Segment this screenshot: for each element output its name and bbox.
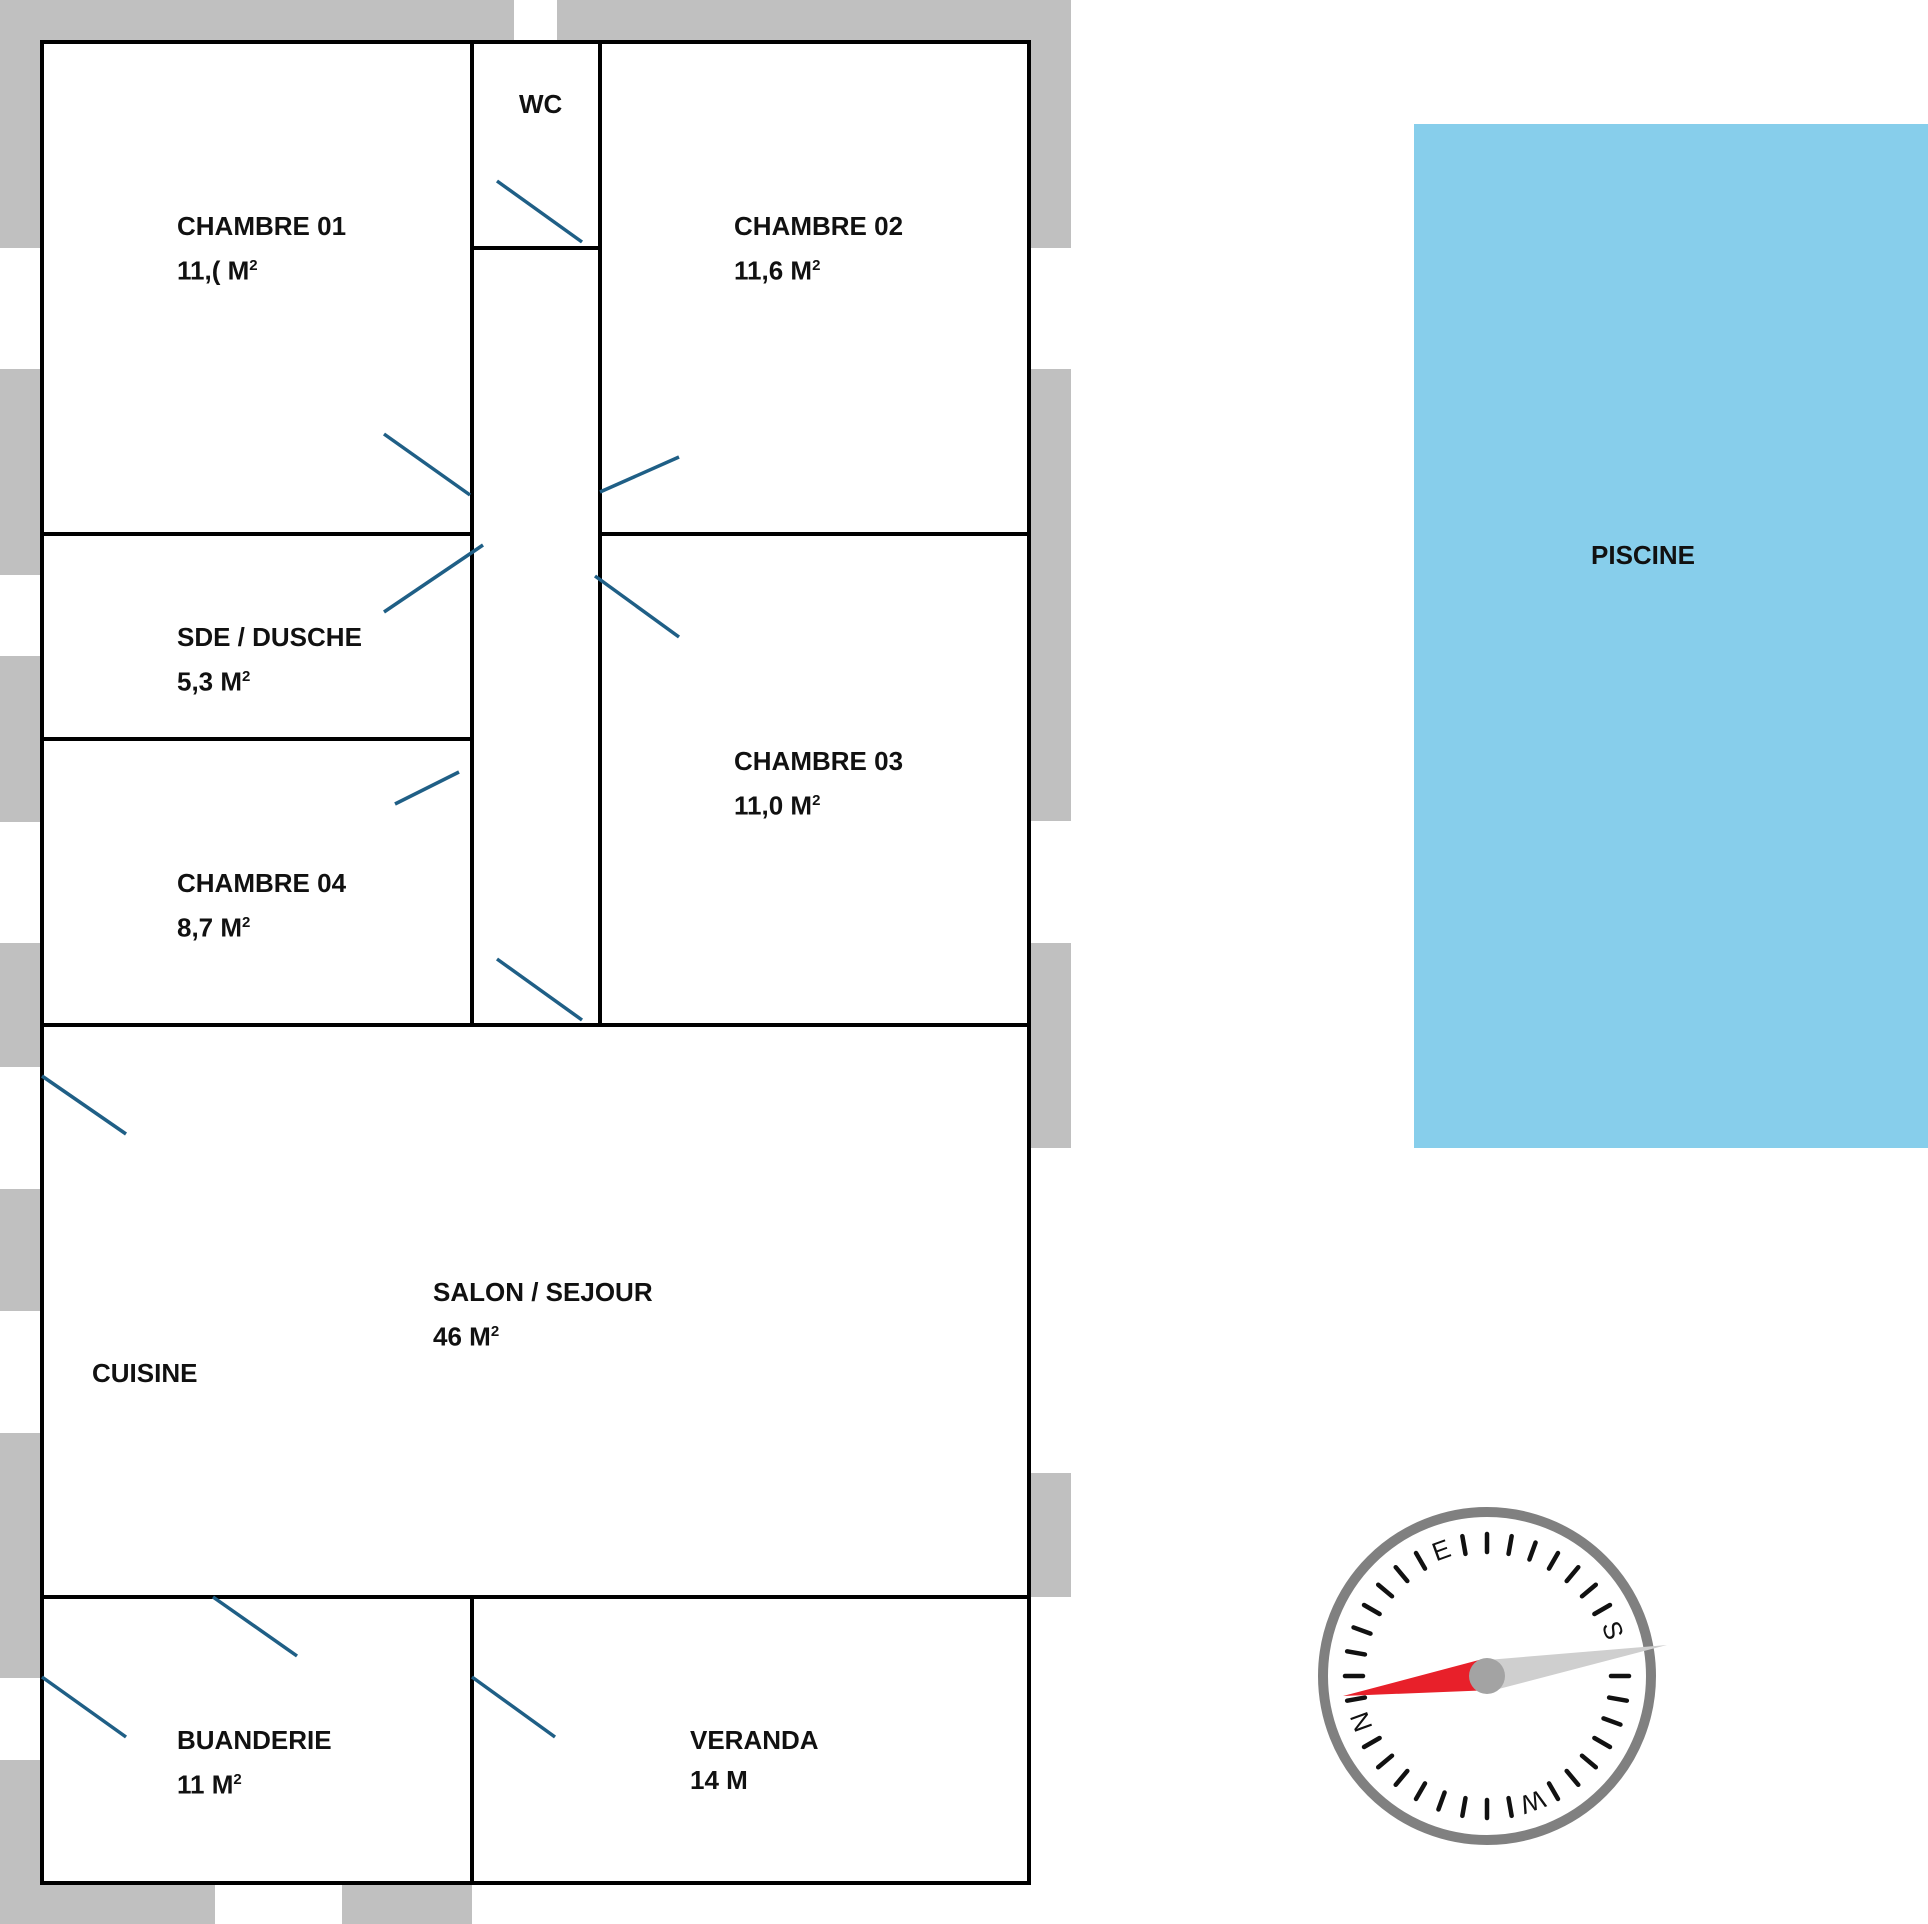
compass-tick xyxy=(1351,1625,1373,1636)
wall-left-5 xyxy=(0,1189,42,1311)
chambre03-area: 11,0 M2 xyxy=(734,790,821,821)
label-chambre02: CHAMBRE 02 11,6 M2 xyxy=(734,206,903,291)
buanderie-name: BUANDERIE xyxy=(177,1725,332,1755)
compass-ticks xyxy=(1342,1531,1632,1821)
compass-tick xyxy=(1546,1781,1561,1802)
wc-name: WC xyxy=(519,89,563,119)
door-buanderie-top xyxy=(211,1595,299,1658)
chambre04-area: 8,7 M2 xyxy=(177,912,251,943)
chambre01-name: CHAMBRE 01 xyxy=(177,211,347,241)
label-veranda: VERANDA 14 M xyxy=(690,1720,819,1800)
compass-tick xyxy=(1413,1550,1428,1571)
compass-tick xyxy=(1460,1795,1468,1819)
label-chambre01: CHAMBRE 01 11,( M2 xyxy=(177,206,346,291)
compass-tick xyxy=(1436,1790,1447,1812)
buanderie-area: 11 M2 xyxy=(177,1769,242,1800)
compass-tick xyxy=(1460,1533,1468,1557)
door-veranda xyxy=(470,1675,557,1739)
wall-right-2 xyxy=(1029,369,1071,821)
veranda-name: VERANDA xyxy=(690,1725,819,1755)
compass-tick xyxy=(1506,1533,1514,1557)
pool-label: PISCINE xyxy=(1591,540,1696,570)
sde-name: SDE / DUSCHE xyxy=(177,622,362,652)
wall-right-4 xyxy=(1029,1473,1071,1597)
door-buanderie-outside xyxy=(40,1675,128,1739)
label-sde: SDE / DUSCHE 5,3 M2 xyxy=(177,617,362,702)
compass-tick xyxy=(1579,1753,1599,1770)
compass-tick xyxy=(1579,1582,1599,1599)
compass-tick xyxy=(1393,1564,1410,1584)
plan-background xyxy=(42,42,1029,1883)
wall-bottom-1 xyxy=(0,1883,215,1924)
compass-tick xyxy=(1592,1735,1613,1750)
compass-tick xyxy=(1361,1735,1382,1750)
compass-tick xyxy=(1601,1716,1623,1727)
door-chambre03 xyxy=(593,574,681,639)
compass-tick xyxy=(1564,1564,1581,1584)
wall-right-1 xyxy=(1029,0,1071,248)
salon-area: 46 M2 xyxy=(433,1321,500,1352)
chambre01-area: 11,( M2 xyxy=(177,255,258,286)
compass-tick xyxy=(1344,1649,1368,1657)
chambre02-area: 11,6 M2 xyxy=(734,255,821,286)
compass-tick xyxy=(1546,1550,1561,1571)
chambre03-name: CHAMBRE 03 xyxy=(734,746,904,776)
label-salon: SALON / SEJOUR 46 M2 xyxy=(433,1272,653,1357)
cuisine-name: CUISINE xyxy=(92,1358,198,1388)
door-entry-salon xyxy=(41,1074,127,1136)
wall-bottom-2 xyxy=(342,1883,472,1924)
door-corridor-bottom xyxy=(495,957,584,1022)
door-chambre04 xyxy=(394,770,460,806)
label-wc: WC xyxy=(519,84,562,124)
wall-right-3 xyxy=(1029,943,1071,1148)
compass-tick xyxy=(1564,1768,1581,1788)
compass-tick xyxy=(1344,1695,1368,1703)
sde-area: 5,3 M2 xyxy=(177,666,251,697)
wall-left-6 xyxy=(0,1433,42,1678)
compass-tick xyxy=(1375,1753,1395,1770)
wall-left-2 xyxy=(0,369,42,575)
door-sde xyxy=(383,543,484,614)
wall-left-1 xyxy=(0,0,42,248)
label-cuisine: CUISINE xyxy=(92,1353,197,1393)
doors xyxy=(40,179,681,1739)
compass-tick xyxy=(1393,1768,1410,1788)
label-chambre04: CHAMBRE 04 8,7 M2 xyxy=(177,863,346,948)
compass-tick xyxy=(1592,1602,1613,1617)
veranda-area: 14 M xyxy=(690,1765,748,1795)
compass-tick xyxy=(1527,1540,1538,1562)
interior-walls xyxy=(40,40,1031,1885)
needle-south xyxy=(1487,1645,1667,1692)
door-chambre01 xyxy=(382,432,472,497)
compass-tick xyxy=(1375,1582,1395,1599)
label-buanderie: BUANDERIE 11 M2 xyxy=(177,1720,332,1805)
wall-left-4 xyxy=(0,943,42,1067)
compass-pivot xyxy=(1469,1658,1505,1694)
compass-tick xyxy=(1361,1602,1382,1617)
wall-top-left xyxy=(0,0,514,42)
needle-north xyxy=(1343,1660,1493,1696)
compass-tick xyxy=(1413,1781,1428,1802)
label-chambre03: CHAMBRE 03 11,0 M2 xyxy=(734,741,903,826)
door-chambre02 xyxy=(599,455,680,494)
swimming-pool: PISCINE xyxy=(1414,124,1928,1148)
chambre02-name: CHAMBRE 02 xyxy=(734,211,904,241)
wall-left-3 xyxy=(0,656,42,822)
outer-wall xyxy=(40,40,1031,1885)
compass-tick xyxy=(1606,1695,1630,1703)
chambre04-name: CHAMBRE 04 xyxy=(177,868,347,898)
compass-tick xyxy=(1506,1795,1514,1819)
wall-top-right xyxy=(557,0,1071,42)
door-wc xyxy=(495,179,584,244)
salon-name: SALON / SEJOUR xyxy=(433,1277,653,1307)
